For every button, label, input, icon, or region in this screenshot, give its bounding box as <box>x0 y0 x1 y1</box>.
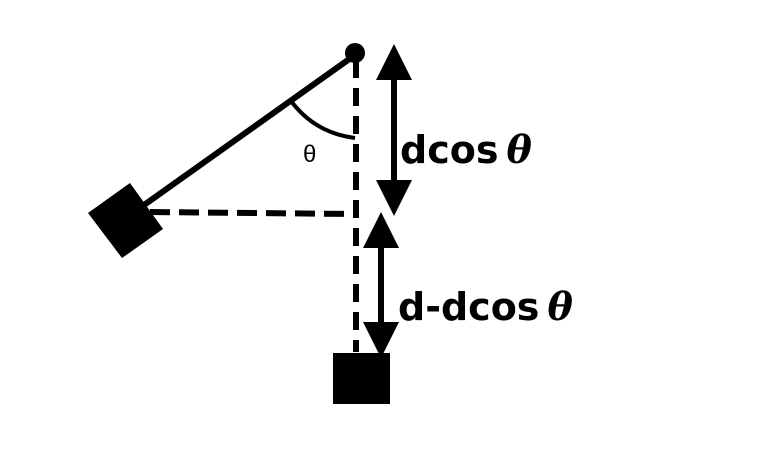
angle-label: θ <box>303 141 316 168</box>
rest-mass-block <box>333 353 390 404</box>
displaced-mass-block <box>88 183 163 258</box>
angle-arc <box>289 99 356 140</box>
pendulum-rod <box>128 52 357 218</box>
pivot-point <box>345 43 365 63</box>
horizontal-dashed-line <box>149 209 357 217</box>
